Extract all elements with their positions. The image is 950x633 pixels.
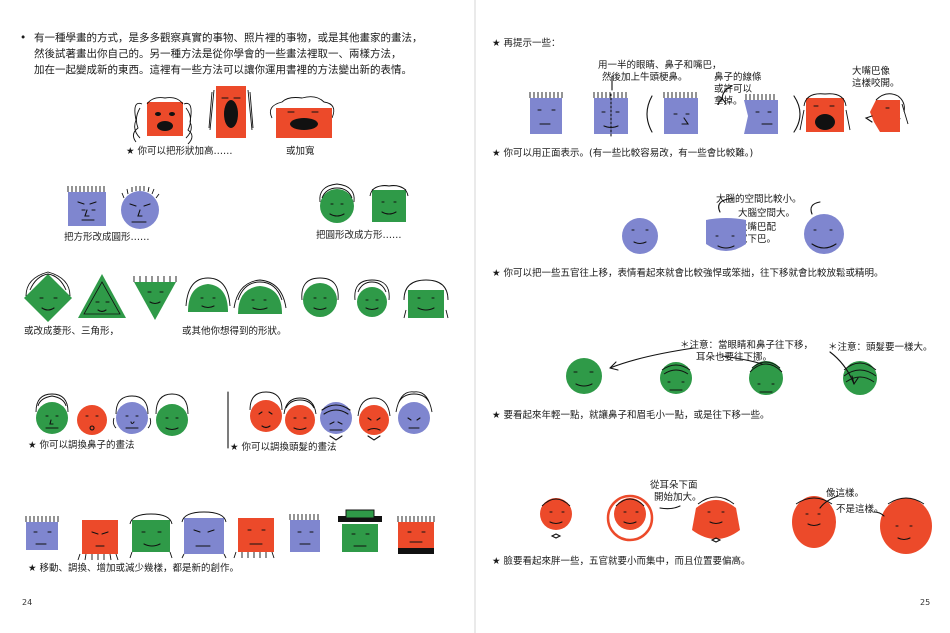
blue-circle-face	[121, 186, 160, 229]
caption-circle-to-square: 把圓形改成方形……	[316, 230, 402, 241]
wide-red-face	[269, 96, 335, 138]
red-face-a	[540, 498, 572, 539]
green-square-wide-face	[403, 279, 449, 319]
green-round-face-2	[354, 279, 390, 317]
red-circle-face-4	[357, 397, 391, 441]
note-big-mouth-2: 寬下巴。	[738, 234, 777, 245]
note-bigmouth-1: 大嘴巴像	[852, 66, 891, 77]
book-gutter	[474, 0, 476, 633]
seq-blue-square-4	[744, 94, 778, 134]
caption-front: ★ 你可以用正面表示。(有一些比較容易改，有一些會比較難。)	[492, 148, 754, 159]
red-circle-face-3	[283, 397, 317, 435]
note-brain-small: 大腦的空間比較小。	[716, 194, 802, 205]
note-big-mouth-1: 大嘴巴配	[738, 222, 777, 233]
page-number-right: 25	[920, 598, 931, 607]
red-row-arrows	[659, 495, 885, 517]
note-hair: ＊注意：頭髮要一樣大。	[828, 342, 933, 353]
caption-other-shapes: 或其他你想得到的形狀。	[182, 326, 287, 337]
seq-arrow-1	[611, 75, 653, 133]
bottom-face-6	[289, 514, 320, 552]
seq-red-face-open	[799, 93, 851, 132]
blue-square-face	[67, 186, 106, 226]
note-lines-2: 或許可以	[714, 84, 753, 95]
tall-red-face-1	[133, 97, 193, 145]
green-face-b	[660, 362, 692, 394]
right-heading: ★ 再提示一些：	[492, 38, 561, 49]
blue-circle-face-curly	[112, 395, 152, 434]
blue-circle-face-beanie	[320, 402, 352, 441]
red-face-e	[880, 497, 932, 554]
caption-swap-nose: ★ 你可以調換鼻子的畫法	[28, 440, 135, 451]
seq-blue-square-3	[663, 92, 698, 134]
green-round-face-1	[301, 277, 339, 317]
blue-face-big-brain	[706, 197, 746, 251]
caption-bottom: ★ 移動、調換、增加或減少幾樣，都是新的創作。	[28, 563, 240, 574]
bottom-face-5	[233, 518, 275, 559]
note-lines-1: 鼻子的線條	[714, 72, 762, 83]
bottom-face-1	[25, 516, 59, 550]
green-circle-face-curly-1	[35, 393, 69, 434]
green-circle-face	[319, 183, 355, 223]
red-circle-face-2	[249, 391, 283, 432]
intro-line-2: 然後試著畫出你自己的。另一種方法是從你學會的一些畫法裡取一、兩樣方法，	[34, 48, 402, 60]
green-diamond-face	[24, 271, 72, 322]
seq-arrow-2	[717, 85, 733, 105]
green-triangle-face	[78, 274, 126, 318]
caption-fat: ★ 臉要看起來胖一些，五官就要小而集中，而且位置要偏高。	[492, 556, 751, 567]
page-number-left: 24	[22, 598, 33, 607]
bullet: •	[20, 32, 27, 44]
seq-blue-square-2	[593, 92, 628, 139]
seq-arrow-3	[793, 95, 801, 133]
bottom-face-2	[77, 520, 119, 561]
green-row-arrows	[609, 347, 859, 385]
note-brain-big: 大腦空間大。	[738, 208, 796, 219]
note-lines-3: 拿掉。	[714, 96, 743, 107]
note-chin-2: 開始加大。	[654, 492, 702, 503]
bottom-face-8	[397, 516, 435, 554]
note-half-line-2: 然後加上牛頭梗鼻。	[602, 72, 688, 83]
caption-swap-hair: ★ 你可以調換頭髮的畫法	[230, 442, 337, 453]
green-inverted-triangle-face	[133, 276, 177, 320]
green-face-c	[749, 361, 783, 395]
intro-line-3: 加在一起變成新的東西。這裡有一些方法可以讓你運用書裡的方法變出新的表情。	[34, 64, 412, 76]
note-bigmouth-2: 這樣咬開。	[852, 78, 900, 89]
blue-face-small-brain	[622, 218, 658, 254]
note-chin-1: 從耳朵下面	[650, 480, 698, 491]
note-like-this: 像這樣。	[826, 488, 865, 499]
note-move-1: ＊注意：當眼睛和鼻子往下移，	[680, 340, 814, 351]
seq-red-face-profile	[864, 93, 909, 132]
tall-red-face-2	[208, 86, 254, 138]
green-dome-face-2	[233, 279, 287, 314]
red-face-c	[692, 496, 740, 543]
caption-square-to-circle: 把方形改成圓形……	[64, 232, 150, 243]
blue-face-big-mouth	[804, 201, 844, 254]
green-face-a	[566, 358, 602, 394]
note-not-this: 不是這樣。	[836, 504, 884, 515]
intro-line-1: 有一種學畫的方式，是多多觀察真實的事物、照片裡的事物，或是其他畫家的畫法，	[34, 32, 423, 44]
red-circle-face-1	[77, 405, 107, 435]
caption-young: ★ 要看起來年輕一點，就讓鼻子和眉毛小一點，或是往下移一些。	[492, 410, 770, 421]
red-face-b-outlined	[606, 494, 654, 542]
caption-stretch: ★ 你可以把形狀加高……	[126, 146, 233, 157]
green-face-d	[843, 361, 877, 395]
green-square-face	[369, 185, 409, 222]
red-face-d	[792, 496, 836, 548]
green-dome-face-1	[185, 277, 231, 312]
note-half-line-1: 用一半的眼睛、鼻子和嘴巴，	[598, 60, 722, 71]
bottom-face-3	[129, 513, 173, 559]
blue-circle-face-curly-2	[395, 391, 433, 434]
seq-blue-square-1	[529, 92, 563, 134]
caption-diamond-triangle: 或改成菱形、三角形，	[24, 326, 120, 337]
bottom-face-4	[181, 511, 227, 559]
caption-features: ★ 你可以把一些五官往上移，表情看起來就會比較強悍或笨拙，往下移就會比較放鬆或精…	[492, 268, 884, 279]
caption-widen: 或加寬	[286, 146, 315, 157]
bottom-face-7-hat	[338, 509, 382, 552]
green-circle-face-curly-2	[155, 393, 189, 436]
left-page: • 有一種學畫的方式，是多多觀察真實的事物、照片裡的事物，或是其他畫家的畫法， …	[0, 0, 470, 633]
